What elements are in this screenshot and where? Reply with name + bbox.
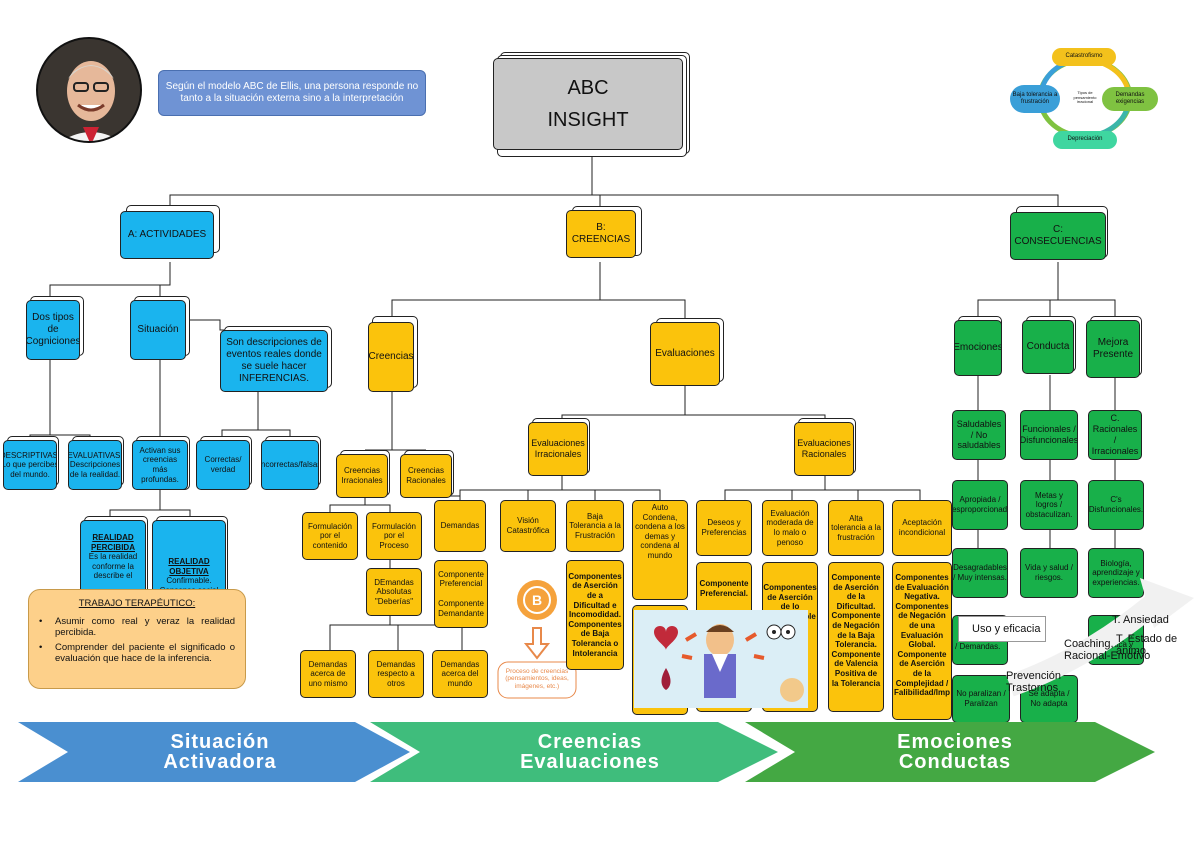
a-activan: Activan sus creencias más profundas. <box>132 440 188 490</box>
b-comp-aceptacion: Componentes de Evaluación Negativa. Comp… <box>892 562 952 720</box>
proceso-creencias-image: B Proceso de creencias (pensamientos, id… <box>496 570 578 702</box>
c-conducta: Conducta <box>1022 320 1074 374</box>
b-eval-irracionales: Evaluaciones Irracionales <box>528 422 588 476</box>
overlay-coaching: Coaching, Racional-Emotivo <box>1064 638 1151 663</box>
a-dos-tipos: Dos tipos de Cogniciones <box>26 300 80 360</box>
b-evaluaciones: Evaluaciones <box>650 322 720 386</box>
a-evaluativas: EVALUATIVAS: Descripciones de la realida… <box>68 440 122 490</box>
b-demandas-absolutas: DEmandas Absolutas "Deberías" <box>366 568 422 616</box>
b-creencias-title: B: CREENCIAS <box>566 210 636 258</box>
root-abc-insight: ABC INSIGHT <box>493 58 683 150</box>
ellis-portrait <box>36 37 142 143</box>
c-metas: Metas y logros / obstaculizan. <box>1020 480 1078 530</box>
cycle-center: Tipos de pensamiento irracional <box>1073 89 1097 105</box>
emotions-illustration <box>634 610 808 708</box>
b-aceptacion: Aceptación incondicional <box>892 500 952 556</box>
b-comp-alta-tolerancia: Componente de Aserción de la Dificultad.… <box>828 562 884 712</box>
intro-text: Según el modelo ABC de Ellis, una person… <box>165 81 419 104</box>
b-formulacion-contenido: Formulación por el contenido <box>302 512 358 560</box>
a-realidad-percibida: REALIDAD PERCIBIDA Es la realidad confor… <box>80 520 146 596</box>
b-creencias-irracionales: Creencias Irracionales <box>336 454 388 498</box>
proceso-label: Proceso de creencias (pensamientos, idea… <box>505 668 569 690</box>
b-demandas-mundo: Demandas acerca del mundo <box>432 650 488 698</box>
b-demandas: Demandas <box>434 500 486 552</box>
b-vision-catastrofica: Visión Catastrófica <box>500 500 556 552</box>
b-componentes: Componente Preferencial Componente Deman… <box>434 560 488 628</box>
a-realidad-objetiva: REALIDAD OBJETIVA Confirmable. Consenso … <box>152 520 226 596</box>
b-eval-moderada: Evaluación moderada de lo malo o penoso <box>762 500 818 556</box>
intro-text-box: Según el modelo ABC de Ellis, una person… <box>158 70 426 116</box>
a-descriptivas: DESCRIPTIVAS: Lo que percibes del mundo. <box>3 440 57 490</box>
bottom-arrows <box>18 722 1155 782</box>
a-activities-title: A: ACTIVIDADES <box>120 211 214 259</box>
b-creencias: Creencias <box>368 322 414 392</box>
c-consecuencias-title: C: CONSECUENCIAS <box>1010 212 1106 260</box>
b-alta-tolerancia: Alta tolerancia a la frustración <box>828 500 884 556</box>
trabajo-item: Comprender del paciente el significado o… <box>55 642 235 664</box>
c-biologia: Biología, aprendizaje y experiencias. <box>1088 548 1144 598</box>
trabajo-terapeutico: TRABAJO TERAPÉUTICO: •Asumir como real y… <box>28 589 246 689</box>
c-saludables: Saludables / No saludables <box>952 410 1006 460</box>
cycle-right: Demandas exigencias <box>1102 87 1158 111</box>
b-baja-tol-componentes: Componentes de Aserción de a Dificultad … <box>566 560 624 670</box>
cycle-diagram: Catastrofismo Demandas exigencias Deprec… <box>1010 45 1160 150</box>
b-demandas-mismo: Demandas acerca de uno mismo <box>300 650 356 698</box>
trabajo-title: TRABAJO TERAPÉUTICO: <box>78 598 196 609</box>
c-vida: Vida y salud / riesgos. <box>1020 548 1078 598</box>
cycle-left: Baja tolerancia a frustración <box>1010 85 1060 113</box>
cycle-bottom: Depreciación <box>1053 131 1117 149</box>
c-mejora-presente: Mejora Presente <box>1086 320 1140 378</box>
b-baja-tolerancia: Baja Tolerancia a la Frustración <box>566 500 624 552</box>
a-situacion: Situación <box>130 300 186 360</box>
overlay-uso-box <box>958 616 1046 642</box>
overlay-t-estado: T. Estado de ánimo. <box>1116 633 1178 658</box>
overlay-uso: Uso y eficacia <box>972 623 1041 635</box>
b-formulacion-proceso: Formulación por el Proceso <box>366 512 422 560</box>
overlay-arrow <box>1006 578 1194 697</box>
b-deseos: Deseos y Preferencias <box>696 500 752 556</box>
b-creencias-racionales: Creencias Racionales <box>400 454 452 498</box>
c-desagradables: Desagradables / Muy intensas. <box>952 548 1008 598</box>
root-line1: ABC <box>567 77 609 99</box>
overlay-t-ansiedad: T. Ansiedad <box>1112 614 1169 626</box>
svg-text:B: B <box>532 592 542 608</box>
cycle-top: Catastrofismo <box>1052 48 1116 66</box>
c-emociones: Emociones <box>954 320 1002 376</box>
root-line2: INSIGHT <box>547 109 629 131</box>
b-auto-condena: Auto Condena, condena a los demas y cond… <box>632 500 688 600</box>
a-descripciones: Son descripciones de eventos reales dond… <box>220 330 328 392</box>
b-demandas-otros: Demandas respecto a otros <box>368 650 424 698</box>
overlay-prevencion: Prevención Trastornos <box>1006 670 1062 695</box>
trabajo-item: Asumir como real y veraz la realidad per… <box>55 616 235 638</box>
c-apropiada: Apropiada / Desproporcionada. <box>952 480 1008 530</box>
c-cs-disfuncionales: C's Disfuncionales. <box>1088 480 1144 530</box>
c-funcionales: Funcionales / Disfuncionales <box>1020 410 1078 460</box>
b-eval-racionales: Evaluaciones Racionales <box>794 422 854 476</box>
c-racionales: C. Racionales / Irracionales <box>1088 410 1142 460</box>
a-correctas: Correctas/ verdad <box>196 440 250 490</box>
a-incorrectas: Incorrectas/falsas <box>261 440 319 490</box>
